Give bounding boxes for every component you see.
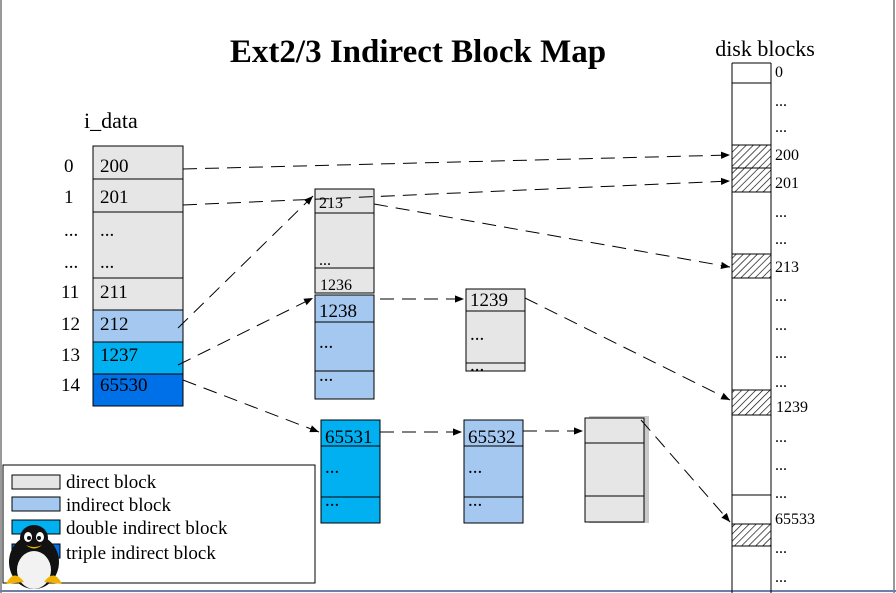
i-data-value: 1237 [100,345,138,366]
disk-label: ... [775,317,787,334]
disk-label: ... [775,345,787,362]
pointer-arrows [177,151,731,523]
double-indirect-bottom: ... [319,365,333,386]
indirect-block [314,188,375,294]
disk-label: ... [775,429,787,446]
i-data-label: i_data [84,108,138,133]
i-data-index: 14 [61,375,81,396]
legend-swatch-direct [11,474,61,490]
disk-label: ... [775,204,787,221]
disk-block-200 [731,144,772,169]
indirect-block-top: 213 [319,195,343,212]
block-1239-top: 1239 [470,290,508,311]
arrow-level3-to-disk [640,419,731,523]
i-data-slot-14 [92,373,184,407]
disk-label: ... [775,231,787,248]
disk-label: 200 [775,147,799,164]
i-data-value: 201 [100,187,129,208]
double-indirect-block [314,294,375,400]
i-data-value: ... [100,220,114,241]
i-data-index: 12 [61,314,80,335]
i-data-index: 13 [61,345,80,366]
i-data-slot-13 [92,341,184,375]
triple-level1-mid: ... [325,457,339,478]
disk-label: 65533 [775,511,815,528]
arrow-213-to-disk [373,203,731,269]
indirect-block-body [314,188,375,294]
arrow-200-to-disk [182,151,731,170]
disk-block-65533 [731,523,772,547]
triple-level1-block [320,419,381,524]
legend-swatch-indirect [11,496,61,512]
disk-label: ... [775,93,787,110]
disk-label: 0 [775,64,783,81]
i-data-index: 0 [64,156,74,177]
disk-label: 213 [775,259,799,276]
disk-label: ... [775,457,787,474]
arrow-212-to-indirect [177,195,314,329]
disk-label: ... [775,288,787,305]
indirect-block-mid: ... [319,252,331,269]
arrow-65530-to-triple [182,379,320,433]
arrow-1239-to-disk [524,297,731,401]
legend-label-triple: triple indirect block [66,543,216,564]
block-1239-mid: ... [470,324,484,345]
triple-level2-top: 65532 [468,427,516,448]
triple-level1-body [320,419,381,524]
triple-level2-bottom: ... [468,490,482,511]
i-data-index: 11 [61,282,79,303]
disk-label: ... [775,485,787,502]
triple-level3-block [584,416,649,523]
legend-label-double: double indirect block [66,518,228,539]
page-title: Ext2/3 Indirect Block Map [230,34,606,70]
double-indirect-mid: ... [319,332,333,353]
arrow-201-to-disk [182,177,731,206]
disk-label: 201 [775,175,799,192]
disk-column [731,62,772,593]
double-indirect-block-body [314,294,375,400]
i-data-table [92,145,184,407]
i-data-value: 65530 [100,375,148,396]
i-data-value: 212 [100,314,129,335]
disk-block-213 [731,253,772,279]
disk-label: 1239 [776,399,808,416]
i-data-index: ... [64,220,78,241]
arrow-1237-to-double [177,297,314,366]
disk-label: ... [775,119,787,136]
block-1239-body [465,288,526,372]
block-1239 [465,288,526,372]
disk-blocks-title: disk blocks [715,36,815,61]
disk-label: ... [775,569,787,586]
disk-block-1239 [731,389,772,416]
disk-label: ... [775,540,787,557]
indirect-block-bottom: 1236 [320,277,352,294]
penguin-icon [6,525,62,589]
legend-label-indirect: indirect block [66,495,171,516]
disk-block-201 [731,167,772,193]
disk-label: ... [775,374,787,391]
triple-level2-mid: ... [468,457,482,478]
i-data-index: 1 [64,187,74,208]
i-data-value: ... [100,252,114,273]
triple-level2-body [463,419,524,524]
triple-level3-body [584,417,645,523]
block-1239-bottom: ... [470,355,484,376]
triple-level1-top: 65531 [325,427,373,448]
legend-label-direct: direct block [66,472,157,493]
double-indirect-top: 1238 [319,301,357,322]
triple-level2-block [463,419,524,524]
triple-level1-bottom: ... [325,490,339,511]
i-data-value: 200 [100,156,129,177]
i-data-value: 211 [100,282,128,303]
i-data-direct-area [92,145,184,311]
i-data-index: ... [64,252,78,273]
i-data-slot-12 [92,309,184,343]
